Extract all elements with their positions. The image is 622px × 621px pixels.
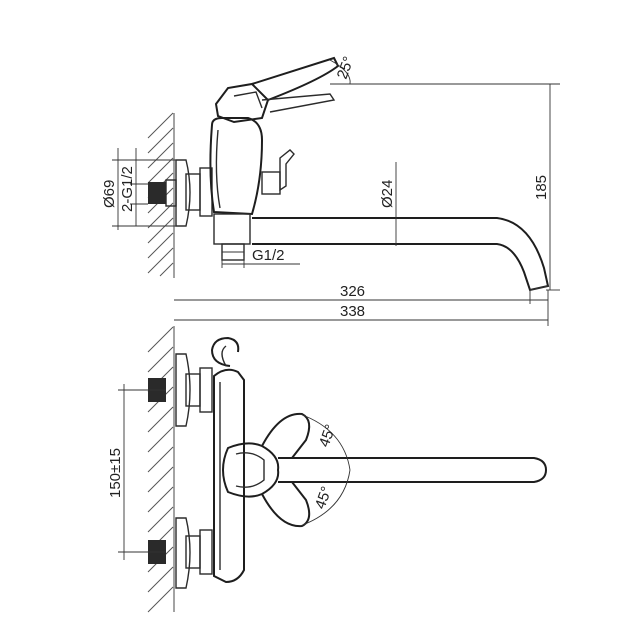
faucet-body-bottom — [213, 368, 245, 584]
spout-top — [252, 217, 550, 292]
dim-outlet-thread: G1/2 — [252, 247, 285, 264]
dim-height-185: 185 — [533, 175, 550, 200]
lever-handle-top — [214, 56, 340, 124]
dim-angle-right-lower: 45° — [312, 484, 336, 511]
faucet-body-top — [209, 117, 264, 261]
dim-flange-diameter: Ø69 — [101, 180, 118, 208]
lever-handle-bottom — [222, 412, 311, 528]
wall-hatch-bottom — [147, 326, 175, 613]
shower-holder-hook — [210, 336, 240, 367]
dim-angle-right-upper: 45° — [316, 422, 340, 449]
dim-spout-diameter: Ø24 — [379, 180, 396, 208]
dim-inlet-thread: 2-G1/2 — [119, 166, 136, 212]
dim-reach-338: 338 — [340, 303, 365, 320]
dimension-lines-top — [112, 59, 560, 326]
dim-angle-top: 25° — [334, 54, 358, 81]
diverter-knob-top — [261, 149, 295, 195]
inlet-fitting-top — [148, 159, 213, 227]
dimension-lines-bottom — [118, 384, 351, 560]
inlet-fitting-lower-bottom — [148, 517, 213, 589]
spout-bottom — [278, 457, 548, 483]
dim-centers: 150±15 — [107, 448, 124, 498]
dim-reach-326: 326 — [340, 283, 365, 300]
